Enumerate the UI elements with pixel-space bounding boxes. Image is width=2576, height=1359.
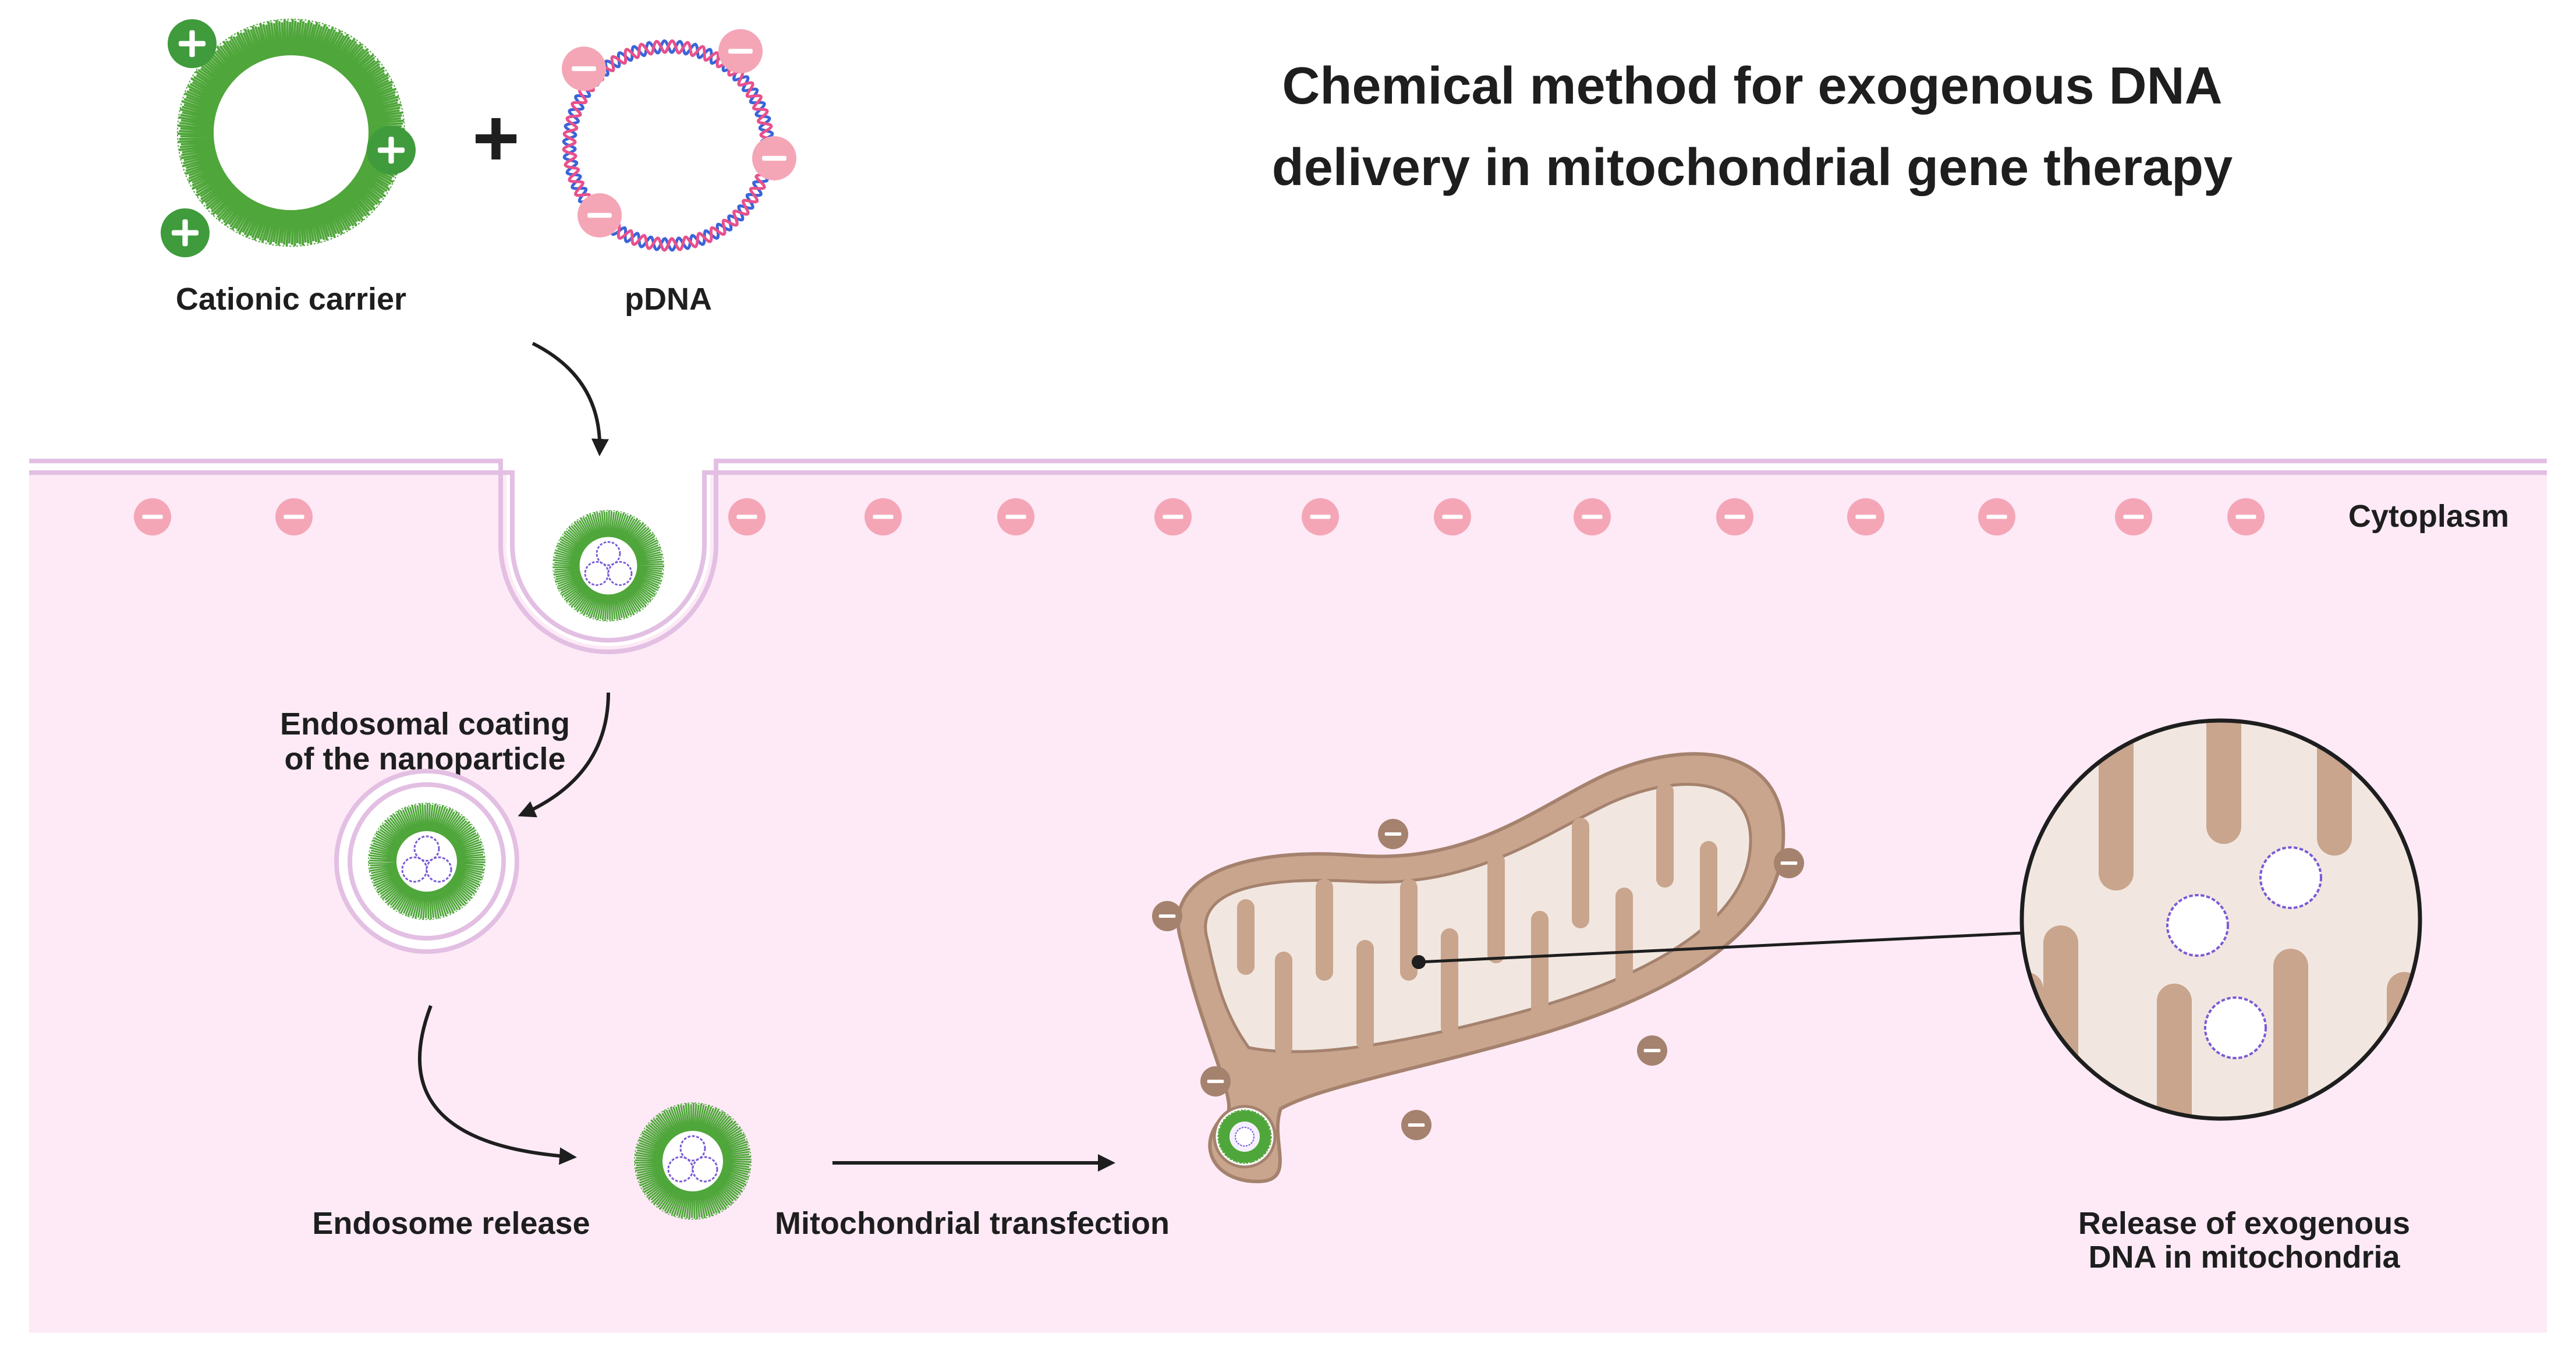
negative-charge-icon	[1978, 498, 2015, 535]
pdna-negative-charge-icons	[562, 29, 796, 237]
label-endosome-release: Endosome release	[312, 1206, 590, 1241]
diagram-title-line2: delivery in mitochondrial gene therapy	[1272, 139, 2233, 197]
negative-charge-icon	[1637, 1035, 1667, 1066]
negative-charge-icon	[275, 498, 313, 535]
negative-charge-icon	[752, 136, 796, 180]
diagram-title-line1: Chemical method for exogenous DNA	[1282, 57, 2222, 115]
label-cytoplasm: Cytoplasm	[2348, 499, 2509, 534]
mitochondrion-negative-charges	[1152, 819, 1804, 1140]
negative-charge-icon	[1574, 498, 1611, 535]
negative-charge-icon	[1152, 901, 1182, 931]
negative-charge-icon	[1154, 498, 1192, 535]
negative-charge-icon	[577, 193, 622, 237]
positive-charge-icons	[161, 19, 416, 257]
arrow-to-membrane	[532, 342, 609, 456]
negative-charge-icon	[1302, 498, 1339, 535]
positive-charge-icon	[168, 19, 217, 68]
negative-charge-icon	[2115, 498, 2152, 535]
cell-membrane-inner	[29, 470, 2547, 643]
negative-charge-icon	[1434, 498, 1471, 535]
endosome-icon	[334, 769, 519, 954]
negative-charge-icon	[997, 498, 1034, 535]
negative-charge-icon	[2227, 498, 2265, 535]
negative-charge-icon	[718, 29, 763, 73]
negative-charge-icon	[1378, 819, 1408, 849]
label-mitochondrial-transfection: Mitochondrial transfection	[775, 1206, 1170, 1241]
negative-charge-icon	[1401, 1110, 1431, 1140]
negative-charge-icon	[1716, 498, 1753, 535]
zoom-pointer-line	[1418, 931, 2022, 964]
label-release-line2: DNA in mitochondria	[2089, 1240, 2401, 1275]
membrane-negative-charges	[134, 498, 2265, 535]
nanoparticle-in-invagination-icon	[552, 510, 664, 622]
arrow-to-release	[417, 1005, 577, 1165]
label-release-line1: Release of exogenous	[2078, 1206, 2410, 1241]
positive-charge-icon	[367, 126, 416, 175]
negative-charge-icon	[134, 498, 171, 535]
negative-charge-icon	[562, 47, 606, 91]
label-cationic-carrier: Cationic carrier	[176, 282, 406, 317]
negative-charge-icon	[864, 498, 902, 535]
negative-charge-icon	[1774, 848, 1804, 878]
plus-sign: +	[472, 92, 520, 183]
arrow-to-endosome	[518, 692, 610, 818]
cell-membrane-outer	[29, 459, 2547, 654]
mitochondrial-cristae	[1237, 783, 1717, 1056]
released-nanoparticle-icon	[634, 1102, 752, 1220]
pdna-plasmid-icon	[562, 39, 775, 252]
label-pdna: pDNA	[625, 282, 712, 317]
negative-charge-icon	[728, 498, 766, 535]
positive-charge-icon	[161, 208, 210, 257]
negative-charge-icon	[1200, 1066, 1231, 1097]
nanoparticle-at-mitochondrion-icon	[1213, 1105, 1277, 1169]
released-plasmid-dna-icons	[2166, 846, 2322, 1059]
mitochondrion-icon	[1176, 752, 1785, 1184]
negative-charge-icon	[1847, 498, 1884, 535]
label-endosomal-coating-line1: Endosomal coating	[280, 707, 570, 741]
